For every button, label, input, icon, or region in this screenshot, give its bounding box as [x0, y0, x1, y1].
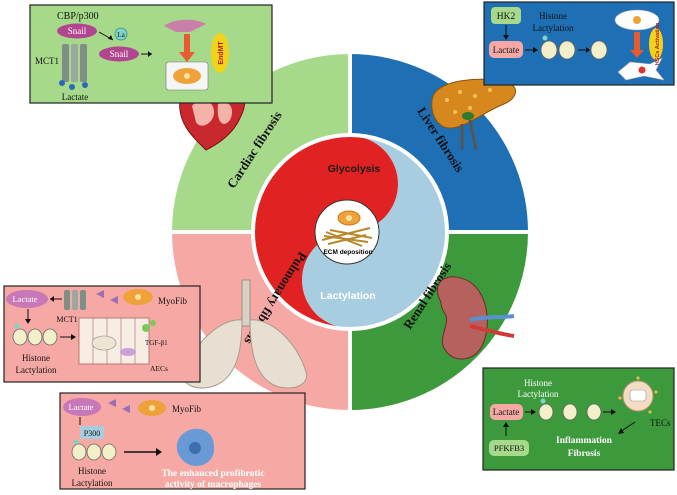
snail-top-label: Snail	[68, 26, 87, 36]
mct1-transporter-icon	[59, 44, 88, 90]
pulmonary-box-2: Lactate MyoFib P300 Histone Lactylation …	[59, 392, 306, 490]
kidney-icon	[436, 276, 515, 360]
lactylation-label: Lactylation	[320, 290, 375, 302]
p300-label: P300	[84, 429, 100, 438]
myofib-label: MyoFib	[158, 296, 188, 306]
ecm-circle	[314, 199, 380, 265]
lactylation-label: Lactylation	[518, 389, 559, 399]
enhanced-label-1: The enhanced profibrotic	[161, 469, 264, 479]
mct1-label: MCT1	[56, 315, 77, 324]
histone-label: Histone	[78, 466, 106, 476]
enhanced-label-2: activity of macrophages	[165, 480, 262, 490]
pfkfb3-badge	[489, 440, 529, 456]
macrophage-icon	[176, 428, 215, 466]
endmt-badge	[211, 33, 229, 73]
liver-box: HK2 Histone Lactylation Lactate HSCs Act…	[483, 1, 675, 86]
hscs-badge	[649, 28, 663, 60]
lactate-label: Lactate	[62, 92, 88, 102]
lactate-badge	[6, 290, 48, 308]
cardiac-box: CBP/p300 Snail MCT1 Lactate La Snail End…	[29, 4, 273, 104]
la-icon	[114, 27, 128, 41]
la-label: La	[117, 31, 125, 39]
nucleosome-icons	[538, 398, 602, 421]
p300-badge	[80, 426, 104, 439]
endmt-label: EndMT	[218, 41, 225, 65]
tgfb1-label: TGF-β1	[145, 339, 168, 347]
nucleosome-icons	[540, 35, 608, 60]
ecm-label: ECM deposition	[323, 249, 372, 256]
tgfb1-icon	[142, 324, 150, 332]
histone-label: Histone	[22, 353, 50, 363]
inflammation-label: Inflammation	[556, 436, 613, 446]
aecs-label: AECs	[150, 364, 168, 373]
hk2-badge	[491, 7, 521, 24]
liver-icon	[431, 78, 516, 151]
mct1-transporter-icon	[64, 290, 86, 310]
lactylation-label: Lactylation	[533, 23, 574, 33]
hk2-label: HK2	[497, 12, 516, 22]
histone-label: Histone	[539, 11, 567, 21]
lactate-label: Lactate	[493, 407, 519, 417]
snail-mid-label: Snail	[110, 49, 129, 59]
tecs-label: TECs	[650, 418, 671, 428]
renal-box: Histone Lactylation Lactate TECs Inflamm…	[482, 367, 675, 471]
histone-label: Histone	[524, 378, 552, 388]
nucleosome-icons	[71, 439, 117, 461]
myofib-label: MyoFib	[172, 404, 202, 414]
pfkfb3-label: PFKFB3	[494, 443, 524, 453]
lactate-badge	[63, 398, 101, 416]
cbp-label: CBP/p300	[57, 11, 99, 22]
lactate-badge	[489, 41, 523, 58]
nucleosome-icons	[12, 323, 58, 346]
endothelial-cell-icon	[164, 19, 206, 32]
lactate-label: Lactate	[493, 45, 519, 55]
fibrosis-label: Fibrosis	[568, 449, 601, 459]
lactylation-label: Lactylation	[16, 365, 57, 375]
aec-cells-icon	[78, 317, 150, 365]
tec-cell-icon	[618, 376, 658, 414]
hscs-label: HSCs Activation	[655, 22, 661, 65]
lactate-label: Lactate	[12, 294, 37, 304]
glycolysis-label: Glycolysis	[328, 163, 381, 175]
snail-top-oval	[57, 23, 97, 39]
ecm-fibers	[321, 227, 373, 247]
lactate-badge	[490, 404, 523, 420]
snail-mid-oval	[99, 46, 139, 62]
mct1-label: MCT1	[35, 56, 59, 66]
pulmonary-box-1: Lactate MCT1 MyoFib Histone Lactylation	[3, 285, 201, 383]
lactylation-label: Lactylation	[72, 478, 113, 488]
lactate-label: Lactate	[68, 402, 93, 412]
